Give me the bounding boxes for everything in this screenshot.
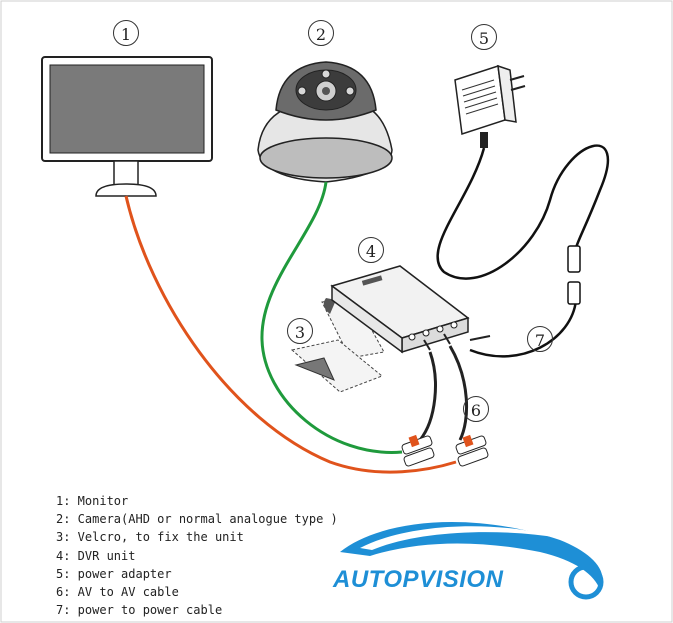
callout-2: 2 [308,20,334,46]
callout-label: 3 [294,323,306,342]
component-legend: 1: Monitor 2: Camera(AHD or normal analo… [56,492,338,619]
brand-name: AUTOPVISION [333,566,504,593]
legend-item-velcro: 3: Velcro, to fix the unit [56,530,244,545]
av-cable-plugs [401,434,489,467]
callout-label: 7 [534,331,546,350]
legend-item-camera: 2: Camera(AHD or normal analogue type ) [56,512,338,527]
legend-item-dvr-unit: 4: DVR unit [56,548,136,563]
monitor-illustration [41,56,213,197]
callout-label: 2 [315,25,327,44]
callout-label: 5 [478,29,490,48]
power-adapter-illustration [454,64,526,148]
callout-1: 1 [113,20,139,46]
callout-label: 6 [470,401,482,420]
power-cable [436,144,610,280]
callout-label: 4 [365,242,377,261]
legend-item-power-cable: 7: power to power cable [56,603,223,618]
callout-7: 7 [527,326,553,352]
legend-item-power-adapter: 5: power adapter [56,566,172,581]
velcro-illustration [290,297,385,393]
camera-illustration [257,61,393,183]
legend-item-monitor: 1: Monitor [56,494,129,508]
camera-cable [260,181,403,454]
dvr-unit-illustration [330,265,470,354]
legend-item-av-cable: 6: AV to AV cable [56,585,179,600]
monitor-cable [124,195,457,474]
callout-label: 1 [120,25,132,44]
callout-3: 3 [287,318,313,344]
brand-logo-swoosh [340,522,604,600]
callout-6: 6 [463,396,489,422]
callout-5: 5 [471,24,497,50]
callout-4: 4 [358,237,384,263]
